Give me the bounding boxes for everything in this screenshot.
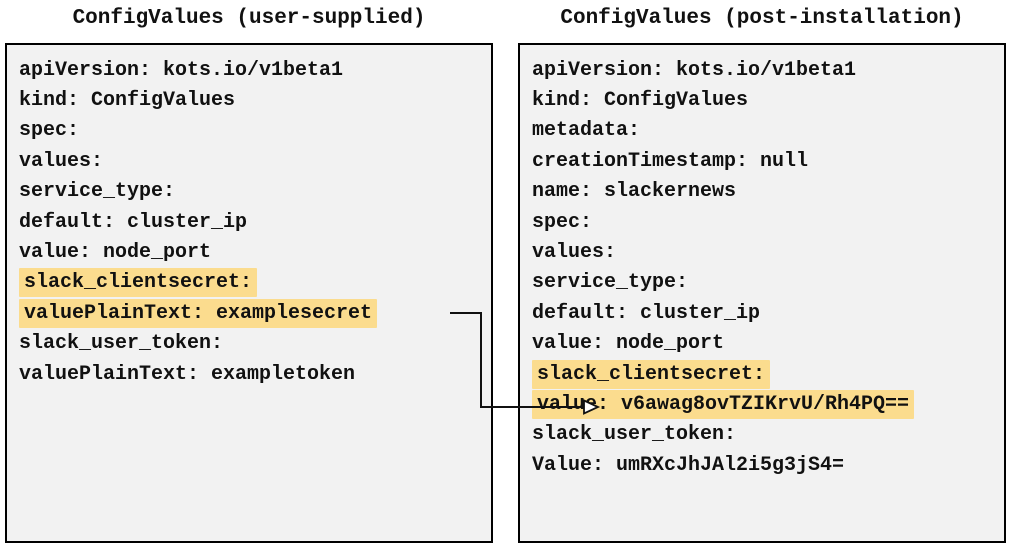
yaml-text: value: node_port — [19, 241, 212, 265]
yaml-line: spec: — [532, 207, 1004, 237]
yaml-text: apiVersion: kots.io/v1beta1 — [532, 58, 857, 82]
yaml-line: creationTimestamp: null — [532, 146, 1004, 176]
yaml-text: value: node_port — [532, 332, 725, 356]
user-supplied-config-panel: apiVersion: kots.io/v1beta1 kind: ConfigV… — [5, 43, 493, 543]
highlighted-yaml-text: slack_clientsecret: — [532, 359, 771, 389]
user-supplied-yaml-lines: apiVersion: kots.io/v1beta1 kind: ConfigV… — [19, 55, 491, 389]
yaml-line: service_type: — [19, 177, 491, 207]
yaml-line: valuePlainText: examplesecret — [19, 298, 491, 328]
yaml-line: slack_clientsecret: — [532, 359, 1004, 389]
yaml-text: valuePlainText: exampletoken — [19, 362, 356, 386]
yaml-line: slack_user_token: — [532, 420, 1004, 450]
yaml-line: spec: — [19, 116, 491, 146]
post-installation-panel-title: ConfigValues (post-installation) — [560, 7, 964, 30]
yaml-line: slack_clientsecret: — [19, 268, 491, 298]
yaml-line: values: — [532, 237, 1004, 267]
yaml-line: value: v6awag8ovTZIKrvU/Rh4PQ== — [532, 389, 1004, 419]
yaml-line: default: cluster_ip — [532, 298, 1004, 328]
yaml-text: service_type: — [19, 180, 176, 204]
post-installation-config-panel: apiVersion: kots.io/v1beta1 kind: ConfigV… — [518, 43, 1006, 543]
yaml-line: default: cluster_ip — [19, 207, 491, 237]
yaml-text: slack_user_token: — [19, 332, 224, 356]
yaml-text: default: cluster_ip — [19, 210, 248, 234]
yaml-line: valuePlainText: exampletoken — [19, 359, 491, 389]
yaml-text: Value: umRXcJhJAl2i5g3jS4= — [532, 453, 845, 477]
yaml-line: name: slackernews — [532, 177, 1004, 207]
yaml-text: slack_user_token: — [532, 423, 737, 447]
yaml-line: apiVersion: kots.io/v1beta1 — [532, 55, 1004, 85]
yaml-line: Value: umRXcJhJAl2i5g3jS4= — [532, 450, 1004, 480]
yaml-text: spec: — [19, 119, 80, 143]
yaml-text: kind: ConfigValues — [19, 89, 236, 113]
yaml-line: slack_user_token: — [19, 329, 491, 359]
user-supplied-panel-title: ConfigValues (user-supplied) — [72, 7, 426, 30]
yaml-text: apiVersion: kots.io/v1beta1 — [19, 58, 344, 82]
yaml-text: metadata: — [532, 119, 641, 143]
yaml-line: kind: ConfigValues — [532, 85, 1004, 115]
yaml-line: service_type: — [532, 268, 1004, 298]
post-installation-yaml-lines: apiVersion: kots.io/v1beta1 kind: ConfigV… — [532, 55, 1004, 480]
yaml-text: name: slackernews — [532, 180, 737, 204]
yaml-text: spec: — [532, 210, 593, 234]
yaml-line: values: — [19, 146, 491, 176]
yaml-line: metadata: — [532, 116, 1004, 146]
yaml-text: creationTimestamp: null — [532, 149, 809, 173]
yaml-line: apiVersion: kots.io/v1beta1 — [19, 55, 491, 85]
yaml-line: value: node_port — [19, 237, 491, 267]
yaml-text: kind: ConfigValues — [532, 89, 749, 113]
yaml-text: default: cluster_ip — [532, 301, 761, 325]
highlighted-yaml-text: slack_clientsecret: — [19, 268, 258, 298]
yaml-text: service_type: — [532, 271, 689, 295]
yaml-line: value: node_port — [532, 329, 1004, 359]
highlighted-yaml-text: valuePlainText: examplesecret — [19, 298, 378, 328]
yaml-text: values: — [532, 241, 617, 265]
yaml-text: values: — [19, 149, 104, 173]
highlighted-yaml-text: value: v6awag8ovTZIKrvU/Rh4PQ== — [532, 389, 915, 419]
yaml-line: kind: ConfigValues — [19, 85, 491, 115]
